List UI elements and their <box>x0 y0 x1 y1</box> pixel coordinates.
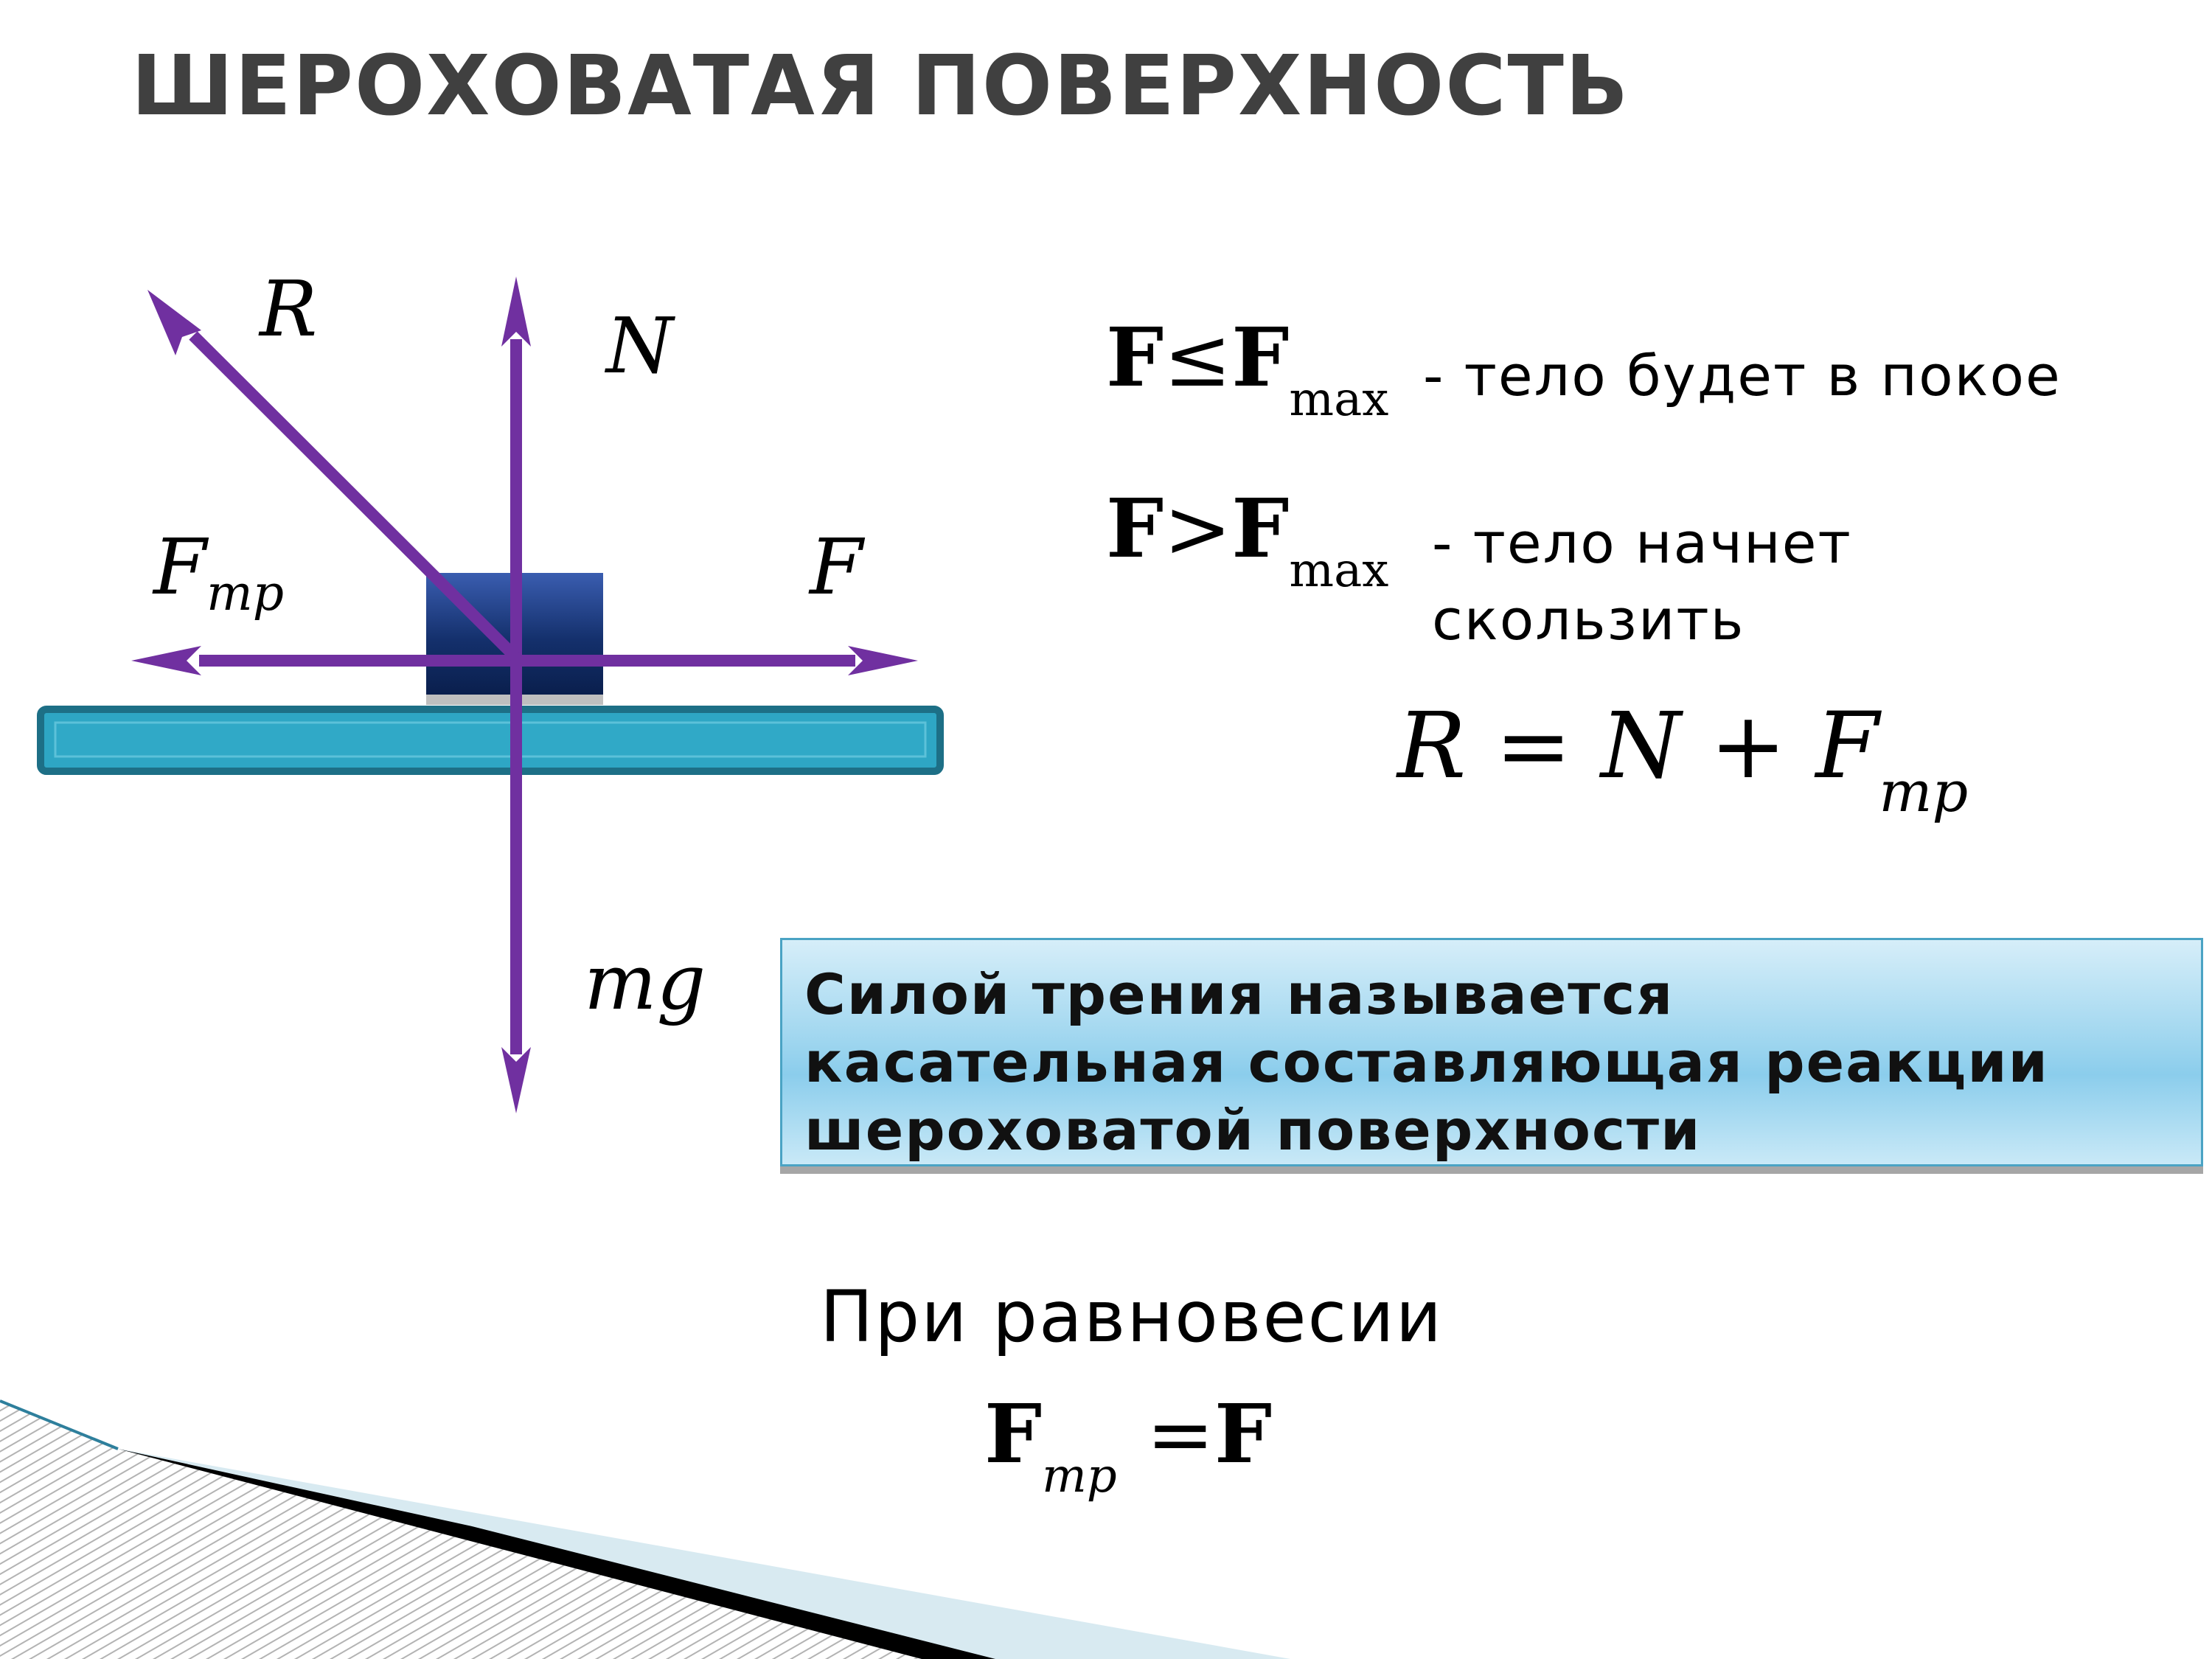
resultant-formula-text: R = N + F <box>1397 693 1879 799</box>
condition-rest-relation: ≤ <box>1164 310 1232 405</box>
applied-force-label: F <box>808 522 866 612</box>
condition-slide-lhs: F <box>1106 481 1164 576</box>
condition-slide-formula: F>Fmax <box>1106 481 1388 598</box>
slide-title: ШЕРОХОВАТАЯ ПОВЕРХНОСТЬ <box>131 38 1630 134</box>
equilibrium-lhs: F <box>984 1386 1043 1481</box>
condition-slide-rhs: F <box>1231 481 1290 576</box>
resultant-formula-sub: тр <box>1879 759 1969 824</box>
equilibrium-label: При равновесии <box>820 1276 1444 1358</box>
rough-surface-inner <box>54 721 927 758</box>
condition-rest-formula: F≤Fmax <box>1106 310 1388 427</box>
friction-label: Fтр <box>152 522 284 622</box>
condition-slide-rhs-sub: max <box>1289 543 1389 598</box>
condition-rest-rhs: F <box>1231 310 1290 405</box>
reaction-arrowhead <box>147 290 201 355</box>
definition-box: Силой трения называется касательная сост… <box>780 938 2203 1166</box>
equilibrium-lhs-sub: тр <box>1042 1449 1117 1503</box>
normal-arrowhead <box>501 276 531 347</box>
normal-label: N <box>604 301 675 391</box>
condition-slide-description: - тело начнет скользить <box>1432 510 1852 653</box>
gravity-arrowhead <box>501 1047 531 1113</box>
reaction-arrow-shaft <box>189 331 521 662</box>
equilibrium-rhs: F <box>1214 1386 1273 1481</box>
friction-label-sub: тр <box>206 565 284 622</box>
condition-rest-lhs: F <box>1106 310 1164 405</box>
resultant-formula: R = N + Fтр <box>1397 693 1968 824</box>
condition-rest-description: - тело будет в покое <box>1423 343 2062 408</box>
equilibrium-formula: Fтр=F <box>984 1386 1273 1503</box>
equilibrium-relation: = <box>1146 1387 1214 1481</box>
reaction-label: R <box>258 264 317 354</box>
applied-force-arrowhead <box>848 646 918 675</box>
condition-slide-relation: > <box>1164 481 1232 576</box>
gravity-label: mg <box>584 937 706 1027</box>
definition-text: Силой трения называется касательная сост… <box>804 961 2049 1163</box>
condition-rest-rhs-sub: max <box>1289 372 1389 427</box>
friction-label-main: F <box>152 522 209 612</box>
friction-arrowhead <box>131 646 201 675</box>
